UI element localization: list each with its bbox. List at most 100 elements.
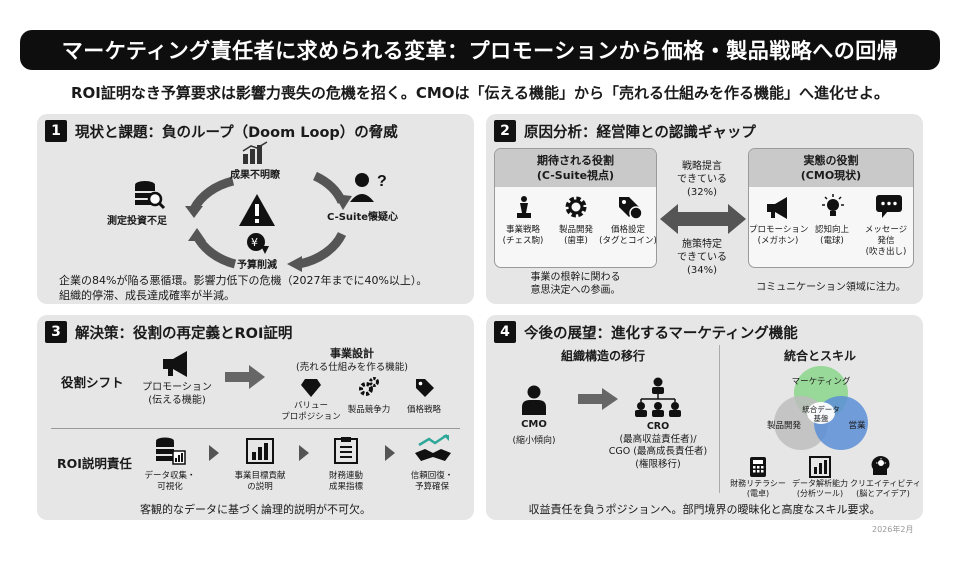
panel-3-number: 3 [45,321,67,343]
panel-1-header: 1 現状と課題：負のループ（Doom Loop）の脅威 [45,120,398,142]
panel-1-heading: 現状と課題：負のループ（Doom Loop）の脅威 [75,124,398,141]
venn-center-label: 統合データ基盤 [802,405,840,423]
panel-4-number: 4 [494,321,516,343]
venn-diagram [774,366,868,450]
pricing-strategy-label: 価格戦略 [406,405,441,415]
expected-item-product: 製品開発(歯車) [558,225,593,246]
loop-node-measurement-shortage: 測定投資不足 [107,216,167,227]
expected-item-strategy: 事業戦略(チェス駒) [502,225,544,246]
loop-node-csuite-doubt: C-Suite懐疑心 [327,212,399,223]
expected-role-box: 期待される役割(C-Suite視点) 事業戦略(チェス駒) 製品開発(歯車) 価… [494,148,657,268]
step-goal-contribution: 事業目標貢献の説明 [234,471,286,492]
step-financial-kpi: 財務連動成果指標 [328,471,363,492]
cro-cgo-label: CRO(最高収益責任者)/CGO (最高成長責任者)(権限移行) [608,421,708,470]
gap-tactics-stat: 施策特定できている(34%) [677,239,727,276]
panel-3-heading: 解決策：役割の再定義とROI証明 [75,325,293,342]
page-subtitle: ROI証明なき予算要求は影響力喪失の危機を招く。CMOは「伝える機能」から「売れ… [70,84,890,102]
loop-node-budget-cut: 予算削減 [237,260,277,271]
panel-4-note: 収益責任を負うポジションへ。部門境界の曖昧化と高度なスキル要求。 [528,503,881,516]
expected-item-pricing: 価格設定(タグとコイン) [599,225,657,246]
actual-role-box: 実態の役割(CMO現状) プロモーション(メガホン) 認知向上(電球) メッセー… [748,148,914,268]
chart-icon [242,141,268,164]
panel-3-header: 3 解決策：役割の再定義とROI証明 [45,321,292,343]
lightbulb-icon [822,194,844,216]
panel-cause-analysis: 2 原因分析：経営陣との認識ギャップ 期待される役割(C-Suite視点) 事業… [486,114,923,304]
venn-product-label: 製品開発 [766,421,801,431]
panel-2-number: 2 [494,120,516,142]
actual-role-note: コミュニケーション領域に注力。 [756,282,906,293]
chevron-right-icon [209,445,219,461]
panel-1-number: 1 [45,120,67,142]
doom-loop-arrows [185,171,352,272]
org-chart-icon [635,377,681,417]
step-trust-budget: 信頼回復・予算確保 [410,471,454,492]
brain-idea-icon [871,456,890,475]
loop-node-unclear-results: 成果不明瞭 [230,170,280,181]
skill-data-analysis: データ解析能力(分析ツール) [792,479,848,498]
svg-text:¥: ¥ [251,236,258,249]
person-question-icon: ? [350,173,387,202]
warning-icon [239,194,275,226]
value-proposition-label: バリュープロポジション [281,401,341,422]
calculator-icon [750,457,766,477]
venn-marketing-label: マーケティング [791,377,851,387]
panel-2-header: 2 原因分析：経営陣との認識ギャップ [494,120,756,142]
product-competitiveness-label: 製品競争力 [347,405,391,415]
speech-bubble-icon [876,195,902,218]
date-stamp: 2026年2月 [872,525,914,534]
price-tag-icon [619,197,643,220]
business-design-title: 事業設計 [330,347,374,360]
shift-arrow [225,365,265,389]
roi-accountability-label: ROI説明責任 [57,456,132,471]
panel-1-note-1: 企業の84%が陥る悪循環。影響力低下の危機（2027年までに40%以上）。 [59,274,428,287]
actual-item-promotion: プロモーション(メガホン) [749,225,809,246]
panel-3-note: 客観的なデータに基づく論理的説明が不可欠。 [140,503,371,516]
gap-strategy-stat: 戦略提言できている(32%) [677,161,727,198]
panel-outlook: 4 今後の展望：進化するマーケティング機能 組織構造の移行 CMO (縮小傾向)… [486,315,923,520]
column-divider [719,345,720,493]
panel-4-header: 4 今後の展望：進化するマーケティング機能 [494,321,798,343]
chevron-right-icon [299,445,309,461]
step-data-collection: データ収集・可視化 [144,471,196,492]
promotion-function-label: プロモーション(伝える機能) [142,382,212,406]
search-database-icon [135,181,166,210]
actual-role-header: 実態の役割(CMO現状) [749,149,913,187]
panel-solution: 3 解決策：役割の再定義とROI証明 役割シフト プロモーション(伝える機能) … [37,315,474,520]
panel-1-note-2: 組織的停滞、成長達成確率が半減。 [59,289,235,302]
svg-text:?: ? [377,173,387,190]
business-design-sub: (売れる仕組みを作る機能) [296,362,408,373]
actual-item-messaging: メッセージ発信(吹き出し) [864,225,908,257]
row-divider [51,428,460,429]
gear-icon [565,196,587,218]
cmo-sub-label: (縮小傾向) [512,436,556,446]
cmo-label: CMO [521,419,547,430]
panel-current-issues: 1 現状と課題：負のループ（Doom Loop）の脅威 成果不明瞭 ? C-Su… [37,114,474,304]
megaphone-icon [767,197,787,219]
money-down-icon: ¥ [247,233,269,254]
page-title: マーケティング責任者に求められる変革：プロモーションから価格・製品戦略への回帰 [20,30,940,70]
bar-chart-icon [246,438,274,464]
panel-2-heading: 原因分析：経営陣との認識ギャップ [524,124,756,141]
person-icon [522,385,546,415]
skill-finance: 財務リテラシー(電卓) [730,479,786,498]
venn-sales-label: 営業 [848,421,866,431]
panel-4-heading: 今後の展望：進化するマーケティング機能 [524,325,798,342]
gears-icon [359,377,379,396]
megaphone-icon [163,351,187,377]
org-transition-title: 組織構造の移行 [560,349,645,363]
expected-role-note: 事業の根幹に関わる意思決定への参画。 [530,272,621,296]
analytics-icon [809,456,831,478]
checklist-icon [334,437,358,464]
role-shift-label: 役割シフト [61,375,124,390]
handshake-trend-icon [415,433,451,461]
price-tag-icon [416,379,434,397]
gap-double-arrow [660,204,746,234]
database-chart-icon [156,437,186,465]
integration-skills-title: 統合とスキル [783,349,856,363]
skill-creativity: クリエイティビティ(脳とアイデア) [850,479,921,498]
chess-piece-icon [517,196,531,218]
expected-role-header: 期待される役割(C-Suite視点) [495,149,656,187]
transition-arrow [578,388,618,410]
diamond-icon [301,379,321,397]
chevron-right-icon [385,445,395,461]
